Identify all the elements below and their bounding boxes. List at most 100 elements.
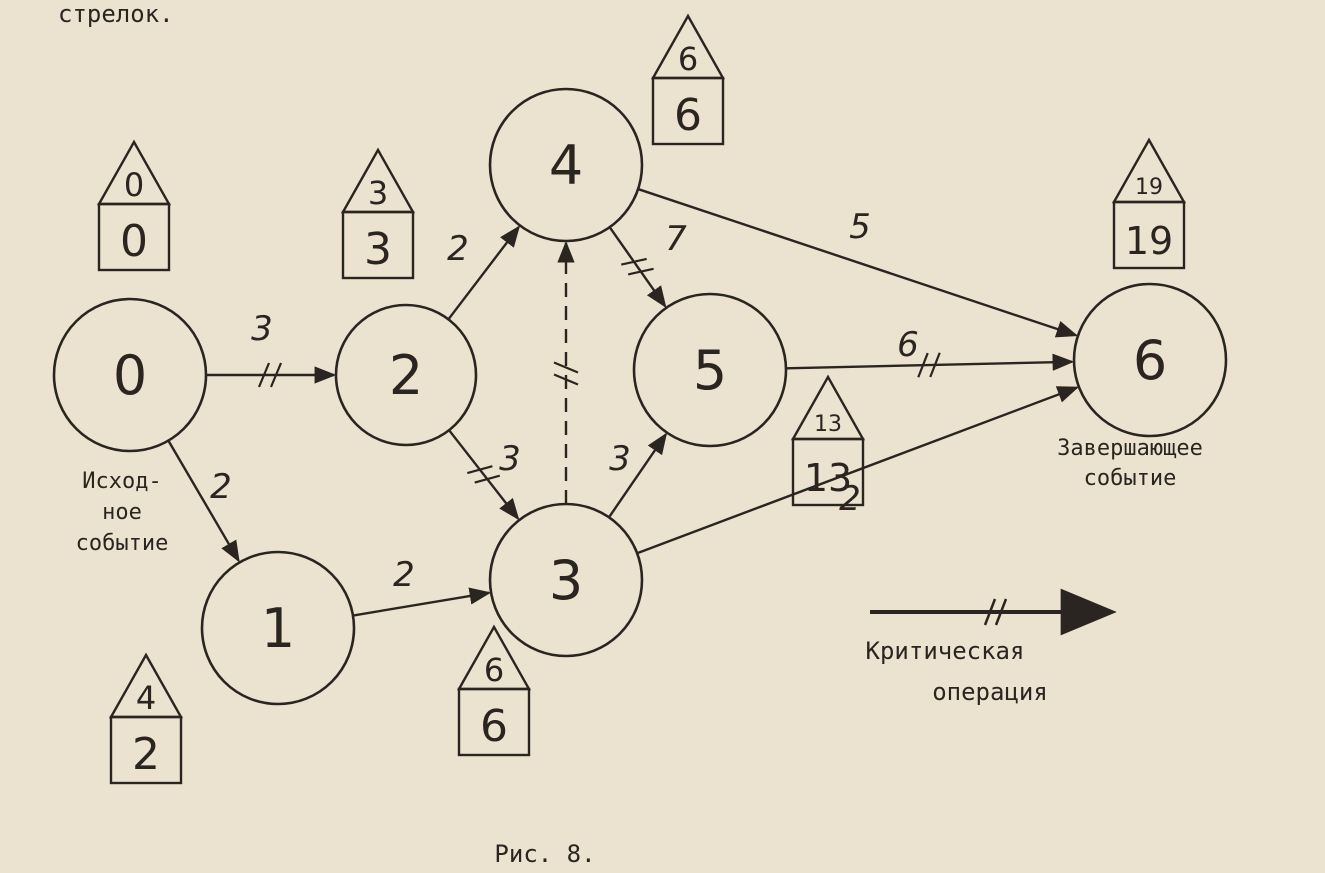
final-event-line-2: событие [1084, 466, 1177, 491]
critical-tick-1 [467, 465, 493, 475]
event-circle [632, 292, 788, 448]
critical-tick-1 [257, 362, 271, 388]
event-number: 3 [549, 549, 583, 612]
edge-line [448, 429, 520, 521]
event-marker-1: 42 [108, 652, 184, 785]
final-event-label: Завершающее событие [1057, 436, 1203, 491]
marker-late-time: 3 [364, 224, 392, 275]
edge-duration: 3 [499, 439, 521, 479]
critical-tick-1 [917, 352, 929, 378]
marker-box [109, 715, 183, 785]
edge-3-6: 2 [636, 386, 1080, 555]
edge-line [607, 432, 668, 518]
marker-late-time: 6 [480, 701, 508, 752]
event-circle [488, 502, 644, 658]
edge-line [447, 225, 521, 321]
event-circle [200, 550, 356, 706]
event-circle [52, 297, 208, 453]
event-marker-0: 00 [96, 139, 172, 272]
edge-3-5: 3 [607, 432, 668, 518]
event-marker-4: 66 [650, 13, 726, 146]
edge-line [167, 439, 240, 563]
marker-late-time: 19 [1125, 219, 1173, 263]
edge-duration: 2 [393, 555, 415, 595]
header-fragment: стрелок. [58, 0, 174, 28]
event-node-6: 6 [1072, 282, 1228, 438]
critical-tick-1 [553, 373, 579, 386]
edge-line [637, 187, 1079, 338]
critical-tick-2 [627, 267, 654, 276]
source-event-line-2: ное [102, 500, 142, 525]
marker-early-time: 4 [136, 679, 156, 717]
marker-early-time: 0 [124, 166, 144, 204]
edge-4-6: 5 [637, 187, 1079, 338]
event-node-1: 1 [200, 550, 356, 706]
legend-tick-2 [994, 598, 1008, 626]
event-marker-2: 33 [340, 147, 416, 280]
edge-line [636, 386, 1080, 555]
edge-line [785, 353, 1075, 371]
critical-tick-2 [553, 361, 579, 374]
marker-box [97, 202, 171, 272]
event-circle [334, 303, 478, 447]
marker-box [457, 687, 531, 757]
legend-label-2: операция [932, 678, 1048, 706]
marker-early-time: 3 [368, 174, 388, 212]
edge-line [608, 226, 667, 308]
event-node-4: 4 [488, 87, 644, 243]
event-marker-5: 13 13 [790, 374, 866, 507]
event-number: 2 [389, 344, 423, 407]
event-node-0: 0 [52, 297, 208, 453]
edge-duration: 2 [839, 479, 861, 519]
event-node-5: 5 [632, 292, 788, 448]
event-number: 0 [113, 344, 147, 407]
edge-3-4 [553, 240, 579, 504]
edge-duration: 2 [447, 229, 469, 269]
event-number: 1 [261, 597, 295, 660]
edge-duration: 6 [897, 325, 919, 365]
edge-line [352, 587, 492, 617]
edge-1-3: 2 [352, 555, 492, 617]
critical-tick-1 [621, 257, 647, 266]
event-number: 6 [1133, 329, 1167, 392]
legend: Критическая операция [866, 588, 1117, 706]
event-marker-3: 66 [456, 624, 532, 757]
critical-tick-2 [474, 474, 501, 484]
edge-0-1: 2 [167, 439, 240, 563]
edge-duration: 3 [609, 439, 631, 479]
figure-caption: Рис. 8. [494, 840, 595, 868]
final-event-line-1: Завершающее [1057, 436, 1203, 461]
event-node-3: 3 [488, 502, 644, 658]
marker-box [341, 210, 415, 280]
marker-early-time: 13 [814, 412, 842, 437]
event-circle [488, 87, 644, 243]
marker-early-time: 19 [1135, 175, 1163, 200]
legend-label-1: Критическая [866, 637, 1025, 665]
edge-2-3: 3 [448, 429, 521, 521]
source-event-line-1: Исход- [82, 469, 161, 494]
marker-early-time: 6 [484, 651, 504, 689]
event-number: 5 [693, 339, 727, 402]
edge-5-6: 6 [785, 325, 1075, 378]
edge-0-2: 3 [206, 309, 337, 388]
marker-box [1112, 200, 1186, 270]
edge-duration: 3 [251, 309, 273, 349]
source-event-label: Исход- ное событие [76, 469, 169, 556]
marker-late-time: 6 [674, 90, 702, 141]
edge-duration: 5 [849, 207, 871, 247]
event-number: 4 [549, 134, 583, 197]
edge-2-4: 2 [447, 225, 521, 321]
legend-tick-1 [983, 598, 997, 626]
critical-tick-2 [929, 352, 941, 378]
edge-4-5: 7 [608, 219, 687, 308]
critical-tick-2 [269, 362, 283, 388]
marker-box [791, 437, 865, 507]
marker-late-time: 13 [804, 456, 852, 500]
marker-late-time: 2 [132, 729, 160, 780]
